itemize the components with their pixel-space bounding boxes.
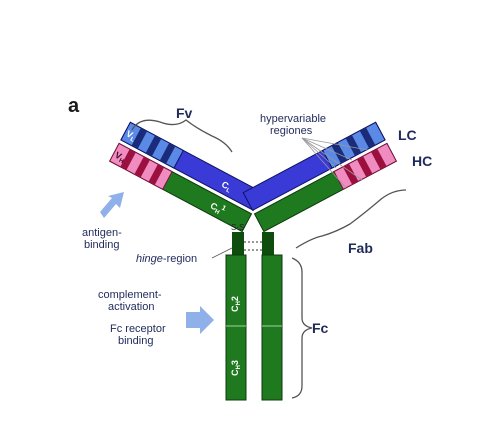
vh-label: VH xyxy=(112,150,127,165)
left-light-hv2 xyxy=(145,135,162,157)
hv-pointer-5 xyxy=(301,137,363,181)
hinge-left xyxy=(232,232,244,258)
fc-label: Fc xyxy=(312,320,329,336)
fv-brace xyxy=(131,119,233,153)
left-heavy-hv1 xyxy=(120,149,136,171)
fc-brace xyxy=(291,257,313,399)
hypervariable-label-1: hypervariable xyxy=(260,113,326,125)
left-light-hv3 xyxy=(159,142,176,164)
right-light-hv3 xyxy=(359,127,376,149)
right-light-hv1 xyxy=(331,142,348,164)
hv-pointer-1 xyxy=(301,137,337,169)
fv-label: Fv xyxy=(176,105,193,121)
left-disulfide-mark: S·S xyxy=(231,223,244,232)
hinge-right xyxy=(262,232,274,258)
complement-label-1: complement- xyxy=(98,289,162,301)
antigen-label-2: binding xyxy=(84,239,119,251)
complement-label-2: activation xyxy=(108,301,154,313)
ch3-label: CH3 xyxy=(230,360,242,376)
lc-label: LC xyxy=(398,127,417,143)
vl-label: VL xyxy=(124,128,138,143)
hv-pointer-4 xyxy=(301,137,347,189)
hinge-label: hinge-region xyxy=(136,253,197,265)
ch1-label: CH1 xyxy=(208,200,227,218)
cl-label: CL xyxy=(219,179,234,195)
stem-left xyxy=(225,254,247,401)
effector-arrow xyxy=(186,306,214,334)
right-light-hv2 xyxy=(345,134,362,156)
hv-pointer-2 xyxy=(301,137,353,161)
ch2-label: CH2 xyxy=(230,296,242,312)
fab-label: Fab xyxy=(348,240,373,256)
fcr-label-1: Fc receptor xyxy=(110,323,166,335)
left-light-hv1 xyxy=(131,127,148,149)
right-arm xyxy=(242,121,397,233)
left-arm: VL VH CL CH1 xyxy=(109,121,264,233)
hypervariable-label-2: regiones xyxy=(270,125,313,137)
fcr-label-2: binding xyxy=(118,335,153,347)
stem-right xyxy=(261,254,283,401)
left-heavy-hv2 xyxy=(134,156,150,178)
hinge-pointer xyxy=(211,247,233,259)
fab-brace xyxy=(295,189,407,249)
antigen-arrow xyxy=(100,192,124,218)
hc-label: HC xyxy=(412,153,432,169)
right-heavy-hv3 xyxy=(371,148,387,170)
left-heavy-hv3 xyxy=(148,164,165,186)
hv-pointer-3 xyxy=(301,137,369,151)
right-heavy-hv2 xyxy=(356,156,373,178)
panel-letter-a: a xyxy=(68,95,80,117)
antigen-label-1: antigen- xyxy=(82,227,122,239)
